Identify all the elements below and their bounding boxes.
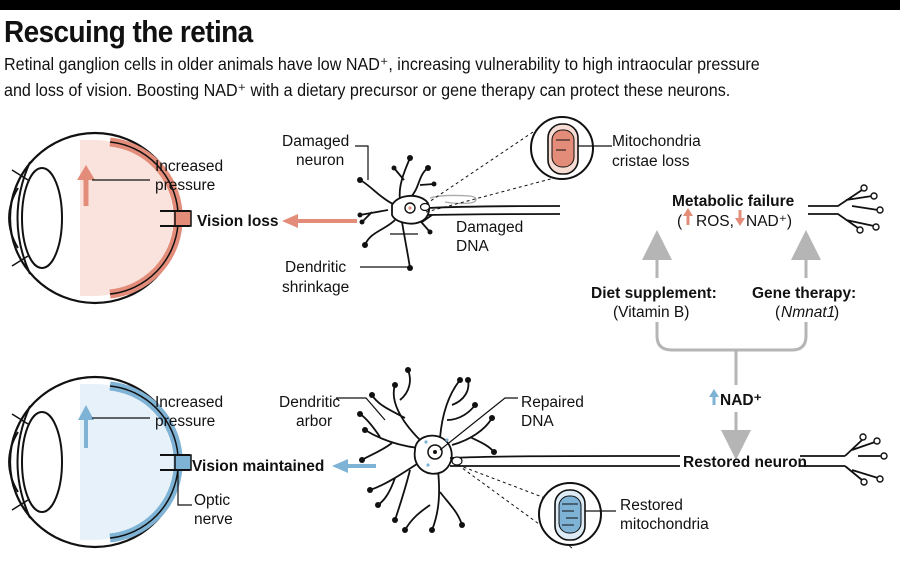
label-vision-loss: Vision loss (197, 213, 279, 230)
damaged-mitochondria-inset (425, 116, 612, 213)
label-optic-nerve-2: nerve (194, 511, 233, 528)
damaged-eye (8, 131, 192, 305)
label-vitamin-b: (Vitamin B) (613, 304, 689, 321)
label-dendritic-arbor-1: Dendritic (279, 394, 340, 411)
vision-loss-arrow (282, 214, 357, 228)
vision-maintained-arrow (332, 459, 376, 473)
label-increased-pressure-bottom-1: Increased (155, 394, 223, 411)
label-gene-therapy: Gene therapy: (752, 285, 856, 302)
healthy-eye (8, 375, 192, 549)
label-mitochondria-1: Mitochondria (612, 133, 701, 150)
label-repaired-dna-1: Repaired (521, 394, 584, 411)
label-dendritic-shrinkage-1: Dendritic (285, 259, 346, 276)
label-nmnat1: Nmnat1 (781, 304, 835, 321)
restored-organelles (424, 438, 463, 467)
restored-axon-terminal (844, 439, 882, 481)
therapy-flow-arrows (642, 230, 821, 460)
damaged-organelles (404, 194, 477, 214)
restored-mitochondria-inset (457, 464, 616, 549)
label-restored-neuron: Restored neuron (683, 454, 807, 471)
figure-subtitle: Retinal ganglion cells in older animals … (4, 51, 887, 103)
label-increased-pressure-bottom-2: pressure (155, 413, 215, 430)
top-rule (0, 0, 900, 10)
subtitle-line-1: Retinal ganglion cells in older animals … (4, 54, 760, 74)
nad-up-arrow (709, 389, 719, 405)
label-gene-paren-open: ( (775, 304, 781, 321)
restored-axon-terminal-ends (859, 433, 888, 486)
restored-neuron-leaders (336, 397, 518, 451)
label-damaged-dna-2: DNA (456, 238, 489, 255)
label-nad-down: NAD⁺) (746, 213, 792, 230)
label-metabolic-failure: Metabolic failure (672, 193, 795, 210)
ros-up-arrow (683, 208, 693, 225)
label-increased-pressure-top-1: Increased (155, 158, 223, 175)
label-damaged-neuron-2: neuron (296, 152, 344, 169)
label-restored-mito-2: mitochondria (620, 516, 709, 533)
label-damaged-neuron-1: Damaged (282, 133, 349, 150)
label-increased-pressure-top-2: pressure (155, 177, 215, 194)
restored-neuron-terminals (357, 367, 497, 533)
label-damaged-dna-1: Damaged (456, 219, 523, 236)
figure-title: Rescuing the retina (4, 14, 253, 49)
label-dendritic-arbor-2: arbor (296, 413, 332, 430)
label-optic-nerve-1: Optic (194, 492, 230, 509)
label-ros: ROS, (696, 213, 734, 230)
label-vision-maintained: Vision maintained (192, 458, 324, 475)
label-restored-mito-1: Restored (620, 497, 683, 514)
damaged-axon-terminal (808, 189, 879, 229)
damaged-axon-terminal-ends (856, 184, 884, 234)
subtitle-line-2: and loss of vision. Boosting NAD⁺ with a… (4, 80, 731, 100)
damaged-neuron (359, 157, 561, 269)
label-mitochondria-2: cristae loss (612, 153, 690, 170)
label-nad-up: NAD⁺ (720, 392, 762, 409)
label-diet-supplement: Diet supplement: (591, 285, 717, 302)
paren-open: ( (677, 213, 683, 230)
damaged-neuron-leaders (355, 145, 418, 268)
label-repaired-dna-2: DNA (521, 413, 554, 430)
label-dendritic-shrinkage-2: shrinkage (282, 279, 349, 296)
label-gene-paren-close: ) (834, 304, 839, 321)
nad-down-arrow (735, 210, 745, 226)
